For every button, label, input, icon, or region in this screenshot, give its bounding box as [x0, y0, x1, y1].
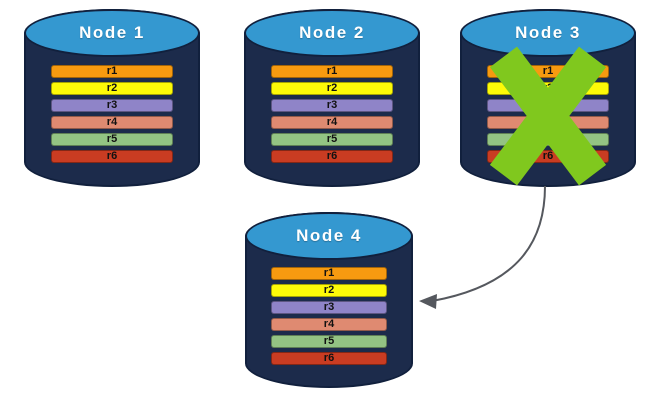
- row-label: r6: [323, 352, 335, 364]
- node-3-row-r6[interactable]: r6: [487, 150, 609, 163]
- row-label: r3: [323, 301, 335, 313]
- row-label: r2: [106, 82, 118, 94]
- node-4-row-r2[interactable]: r2: [271, 284, 387, 297]
- node-1-cylinder-top: [24, 9, 200, 57]
- failover-arrow-path: [431, 185, 546, 302]
- row-label: r2: [326, 82, 338, 94]
- node-2-row-r2[interactable]: r2: [271, 82, 393, 95]
- row-label: r5: [106, 133, 118, 145]
- node-1-row-r3[interactable]: r3: [51, 99, 173, 112]
- row-label: r6: [542, 150, 554, 162]
- failover-arrowhead: [419, 294, 437, 309]
- row-label: r6: [326, 150, 338, 162]
- node-4-row-r6[interactable]: r6: [271, 352, 387, 365]
- row-label: r1: [326, 65, 338, 77]
- node-2-row-r4[interactable]: r4: [271, 116, 393, 129]
- node-4-row-r5[interactable]: r5: [271, 335, 387, 348]
- row-label: r6: [106, 150, 118, 162]
- node-3-row-r5[interactable]: r5: [487, 133, 609, 146]
- node-2-rows: r1 r2 r3 r4 r5 r6: [271, 65, 393, 167]
- node-2-row-r6[interactable]: r6: [271, 150, 393, 163]
- node-1-row-r5[interactable]: r5: [51, 133, 173, 146]
- row-label: r3: [542, 99, 554, 111]
- node-1[interactable]: Node 1 r1 r2 r3 r4 r5 r6: [24, 9, 200, 187]
- row-label: r5: [326, 133, 338, 145]
- row-label: r1: [323, 267, 335, 279]
- row-label: r4: [323, 318, 335, 330]
- node-2-row-r5[interactable]: r5: [271, 133, 393, 146]
- node-4-cylinder-top: [245, 212, 413, 260]
- node-2-row-r1[interactable]: r1: [271, 65, 393, 78]
- node-1-row-r4[interactable]: r4: [51, 116, 173, 129]
- node-3[interactable]: Node 3 r1 r2 r3 r4 r5 r6: [460, 9, 636, 187]
- row-label: r4: [326, 116, 338, 128]
- row-label: r4: [106, 116, 118, 128]
- node-4-row-r1[interactable]: r1: [271, 267, 387, 280]
- node-1-row-r6[interactable]: r6: [51, 150, 173, 163]
- node-2-cylinder-top: [244, 9, 420, 57]
- row-label: r1: [542, 65, 554, 77]
- node-4-rows: r1 r2 r3 r4 r5 r6: [271, 267, 387, 369]
- node-3-row-r3[interactable]: r3: [487, 99, 609, 112]
- node-3-row-r4[interactable]: r4: [487, 116, 609, 129]
- node-3-rows: r1 r2 r3 r4 r5 r6: [487, 65, 609, 167]
- row-label: r5: [323, 335, 335, 347]
- node-3-cylinder-top: [460, 9, 636, 57]
- row-label: r3: [326, 99, 338, 111]
- row-label: r2: [542, 82, 554, 94]
- row-label: r5: [542, 133, 554, 145]
- row-label: r3: [106, 99, 118, 111]
- node-1-rows: r1 r2 r3 r4 r5 r6: [51, 65, 173, 167]
- node-4[interactable]: Node 4 r1 r2 r3 r4 r5 r6: [245, 212, 413, 388]
- node-3-row-r1[interactable]: r1: [487, 65, 609, 78]
- node-2-row-r3[interactable]: r3: [271, 99, 393, 112]
- node-1-row-r2[interactable]: r2: [51, 82, 173, 95]
- row-label: r1: [106, 65, 118, 77]
- node-1-row-r1[interactable]: r1: [51, 65, 173, 78]
- node-4-row-r4[interactable]: r4: [271, 318, 387, 331]
- node-2[interactable]: Node 2 r1 r2 r3 r4 r5 r6: [244, 9, 420, 187]
- node-4-row-r3[interactable]: r3: [271, 301, 387, 314]
- node-3-row-r2[interactable]: r2: [487, 82, 609, 95]
- row-label: r2: [323, 284, 335, 296]
- row-label: r4: [542, 116, 554, 128]
